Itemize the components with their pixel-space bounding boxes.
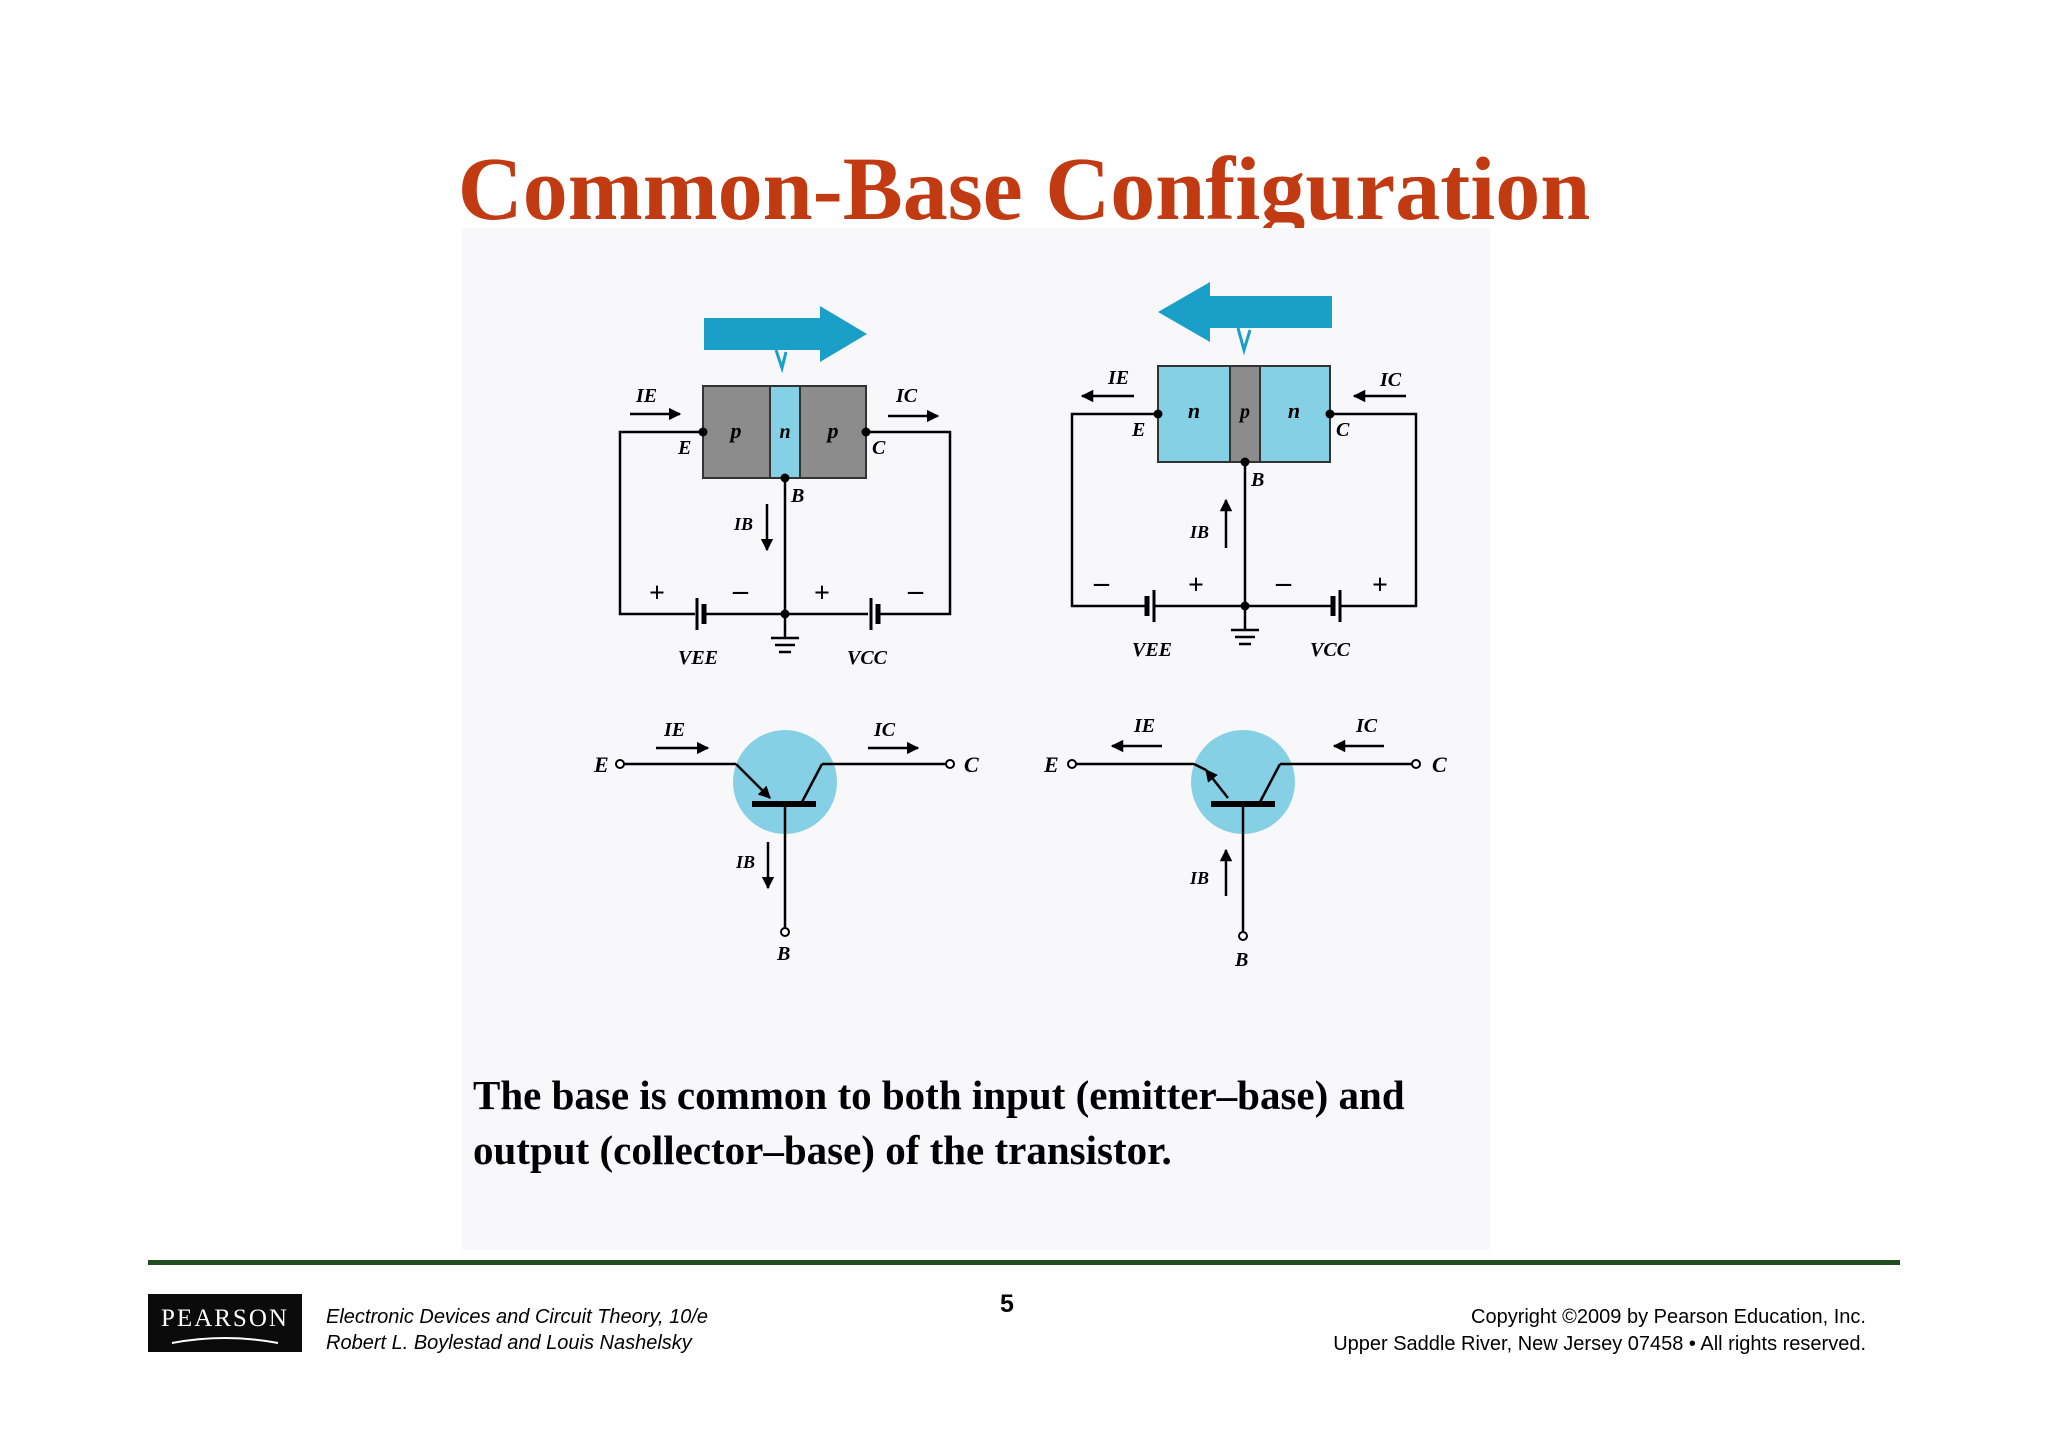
pnp-plus-2: +: [814, 578, 830, 609]
pnp-ib-label: IB: [733, 514, 753, 534]
pnp-sym-b-label: B: [776, 943, 790, 965]
npn-region-1: n: [1188, 398, 1200, 423]
pnp-minus-1: –: [732, 574, 749, 607]
npn-b-label: B: [1250, 469, 1264, 491]
npn-e-label: E: [1131, 419, 1145, 441]
npn-ie-label: IE: [1107, 367, 1129, 389]
logo-swoosh-icon: [171, 1337, 279, 1344]
npn-minus-1: –: [1093, 566, 1110, 599]
npn-minus-2: –: [1275, 566, 1292, 599]
pnp-ground-symbol: [771, 614, 799, 654]
npn-sym-ic-label: IC: [1355, 715, 1378, 737]
pnp-ic-label: IC: [895, 385, 918, 407]
book-info: Electronic Devices and Circuit Theory, 1…: [326, 1304, 708, 1356]
pnp-flow-arrow: [704, 306, 867, 362]
pnp-node-e: [698, 427, 708, 437]
slide-caption: The base is common to both input (emitte…: [473, 1068, 1513, 1178]
npn-flow-arrow: [1158, 282, 1332, 342]
page-number: 5: [1000, 1290, 1014, 1318]
pnp-region-3: p: [826, 418, 839, 443]
footer-divider: [148, 1260, 1900, 1265]
npn-sym-emitter-diag: [1205, 769, 1229, 799]
pnp-node-c: [861, 427, 871, 437]
copyright-line-2: Upper Saddle River, New Jersey 07458 • A…: [1333, 1333, 1866, 1355]
pnp-vee-label: VEE: [678, 647, 718, 669]
pnp-sym-term-b: [780, 927, 790, 937]
npn-c-label: C: [1336, 419, 1350, 441]
npn-plus-2: +: [1372, 570, 1388, 601]
pnp-e-label: E: [677, 437, 691, 459]
pnp-c-label: C: [872, 437, 886, 459]
npn-sym-e-label: E: [1043, 752, 1059, 777]
npn-sym-term-c: [1411, 759, 1421, 769]
npn-node-c: [1325, 409, 1335, 419]
pnp-sym-ie-label: IE: [663, 719, 685, 741]
pnp-symbol-circle: [733, 730, 837, 834]
npn-symbol-circle: [1191, 730, 1295, 834]
book-authors: Robert L. Boylestad and Louis Nashelsky: [326, 1332, 692, 1354]
pearson-logo: PEARSON: [148, 1294, 302, 1352]
npn-sym-ib-label: IB: [1189, 868, 1209, 888]
copyright-block: Copyright ©2009 by Pearson Education, In…: [1333, 1304, 1866, 1358]
pnp-n-base-region: [769, 385, 801, 479]
npn-emitter-wire: [1070, 412, 1158, 608]
pnp-ie-label: IE: [635, 385, 657, 407]
caption-line-2: output (collector–base) of the transisto…: [473, 1127, 1172, 1173]
npn-region-3: n: [1288, 398, 1300, 423]
npn-ground-symbol: [1231, 606, 1259, 646]
npn-ib-label: IB: [1189, 522, 1209, 542]
pnp-symbol-diagram: IE IC IB E C B: [593, 719, 979, 965]
pnp-sym-e-label: E: [593, 752, 609, 777]
pnp-physical-circuit: p n p + – + – IE IC IB E C B: [618, 306, 952, 669]
npn-p-base-region: [1229, 365, 1261, 463]
pnp-region-2: n: [779, 421, 790, 443]
npn-physical-circuit: n p n – + – + IE IC IB E C B VEE VCC: [1070, 282, 1418, 661]
pnp-sym-term-e: [615, 759, 625, 769]
pnp-flow-tick: [774, 349, 788, 374]
npn-sym-c-label: C: [1432, 752, 1447, 777]
pnp-sym-term-c: [945, 759, 955, 769]
pnp-p-collector-region: [799, 385, 867, 479]
copyright-line-1: Copyright ©2009 by Pearson Education, In…: [1471, 1306, 1866, 1328]
pnp-plus-1: +: [649, 578, 665, 609]
pnp-minus-2: –: [907, 574, 924, 607]
npn-ic-label: IC: [1379, 369, 1402, 391]
pnp-sym-ic-label: IC: [873, 719, 896, 741]
npn-sym-term-e: [1067, 759, 1077, 769]
logo-text: PEARSON: [161, 1305, 289, 1332]
npn-flow-tick: [1236, 327, 1252, 356]
pnp-emitter-wire: [618, 430, 703, 616]
book-title: Electronic Devices and Circuit Theory, 1…: [326, 1306, 709, 1328]
npn-symbol-diagram: IE IC IB E C B: [1043, 715, 1447, 971]
pnp-region-1: p: [729, 418, 742, 443]
pnp-b-label: B: [790, 485, 804, 507]
npn-sym-collector-diag: [1258, 763, 1282, 803]
npn-collector-wire: [1330, 412, 1418, 608]
npn-node-e: [1153, 409, 1163, 419]
caption-line-1: The base is common to both input (emitte…: [473, 1072, 1405, 1118]
npn-sym-term-b: [1238, 931, 1248, 941]
npn-vcc-label: VCC: [1310, 639, 1351, 661]
pnp-collector-wire: [866, 430, 952, 616]
pnp-sym-ib-label: IB: [735, 852, 755, 872]
pnp-sym-emitter-diag: [735, 763, 771, 799]
npn-region-2: p: [1238, 401, 1250, 423]
npn-sym-emitter-join: [1193, 762, 1207, 772]
slide-title: Common-Base Configuration: [457, 140, 1591, 239]
npn-sym-ie-label: IE: [1133, 715, 1155, 737]
npn-vee-label: VEE: [1132, 639, 1172, 661]
pnp-sym-c-label: C: [964, 752, 979, 777]
pnp-node-b: [780, 473, 790, 483]
pnp-sym-collector-diag: [800, 763, 824, 803]
pnp-vcc-label: VCC: [847, 647, 888, 669]
npn-node-b: [1240, 457, 1250, 467]
npn-sym-b-label: B: [1234, 949, 1248, 971]
npn-plus-1: +: [1188, 570, 1204, 601]
